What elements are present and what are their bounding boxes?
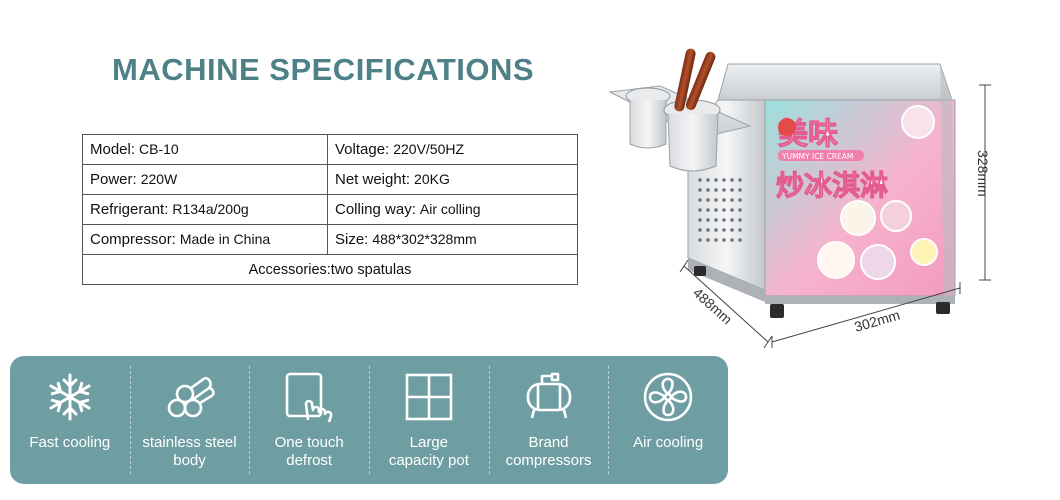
machine-base: [688, 258, 955, 318]
spec-value: 220V/50HZ: [393, 141, 465, 157]
spec-value: 488*302*328mm: [372, 231, 477, 247]
spec-key: Voltage:: [335, 141, 390, 158]
fan-icon: [643, 372, 693, 422]
spec-cell: Voltage:220V/50HZ: [327, 134, 578, 165]
snowflake-icon: [49, 373, 91, 421]
grid-pot-icon: [405, 373, 453, 421]
spec-cell: Model:CB-10: [82, 134, 328, 165]
machine-top-plate: [717, 63, 953, 101]
touch-tablet-icon: [285, 372, 333, 423]
feature-label: stainless steel body: [142, 434, 237, 469]
feature-large-capacity-pot: Large capacity pot: [369, 356, 489, 484]
spec-key: Power:: [90, 171, 137, 188]
spec-table: Model:CB-10 Voltage:220V/50HZ Power:220W…: [82, 134, 578, 285]
spec-key: Refrigerant:: [90, 201, 169, 218]
feature-label: Large capacity pot: [388, 434, 469, 469]
ice-cream-roll-pictures: [778, 105, 938, 280]
dimension-depth: [679, 259, 773, 349]
spec-cell: Net weight:20KG: [327, 164, 578, 195]
feature-label: One touch defrost: [274, 434, 344, 469]
machine-front-panel: 美味 YUMMY ICE CREAM 炒冰淇淋: [764, 99, 956, 297]
spec-key: Colling way:: [335, 201, 416, 218]
feature-bar: Fast cooling stainless steel body One to…: [10, 356, 728, 484]
spec-value: R134a/200g: [172, 201, 249, 217]
panel-title-bottom: 炒冰淇淋: [776, 169, 888, 202]
spec-key: Model:: [90, 141, 136, 158]
spec-value: 20KG: [414, 171, 450, 187]
table-row: Compressor:Made in China Size:488*302*32…: [82, 224, 578, 255]
spec-key: Net weight:: [335, 171, 411, 188]
accessories-cell: Accessories:two spatulas: [82, 254, 578, 285]
spec-value: Air colling: [419, 201, 481, 217]
panel-tag: YUMMY ICE CREAM: [781, 152, 853, 161]
feature-one-touch-defrost: One touch defrost: [249, 356, 369, 484]
spec-key: Compressor:: [90, 231, 176, 248]
dimension-height: [979, 84, 991, 281]
spec-cell: Size:488*302*328mm: [327, 224, 578, 255]
feature-stainless-steel: stainless steel body: [129, 356, 250, 484]
table-row: Accessories:two spatulas: [82, 254, 578, 285]
product-image: 美味 YUMMY ICE CREAM 炒冰淇淋: [608, 48, 991, 349]
page-title: MACHINE SPECIFICATIONS: [112, 52, 535, 87]
table-row: Refrigerant:R134a/200g Colling way:Air c…: [82, 194, 578, 225]
steel-pipes-icon: [167, 376, 215, 418]
spatula-handles: [674, 48, 716, 112]
spec-value: 220W: [140, 171, 178, 187]
dimension-width-label: 302mm: [852, 307, 901, 335]
dimension-height-label: 328mm: [975, 150, 991, 197]
machine-right-side: [940, 64, 955, 302]
dimension-width: [771, 282, 961, 348]
feature-label: Air cooling: [633, 434, 704, 451]
feature-air-cooling: Air cooling: [608, 356, 728, 484]
spec-value: Made in China: [179, 231, 271, 247]
spec-key: Size:: [335, 231, 369, 248]
spatula-holder: [608, 48, 752, 172]
table-row: Power:220W Net weight:20KG: [82, 164, 578, 195]
feature-label: Fast cooling: [29, 434, 111, 451]
spec-cell: Compressor:Made in China: [82, 224, 328, 255]
spec-cell: Power:220W: [82, 164, 328, 195]
feature-label: Brand compressors: [505, 434, 592, 469]
spec-value: CB-10: [139, 141, 179, 157]
feature-brand-compressors: Brand compressors: [488, 356, 609, 484]
feature-fast-cooling: Fast cooling: [10, 356, 130, 484]
table-row: Model:CB-10 Voltage:220V/50HZ: [82, 134, 578, 165]
spec-cell: Colling way:Air colling: [327, 194, 578, 225]
spec-cell: Refrigerant:R134a/200g: [82, 194, 328, 225]
compressor-icon: [526, 372, 571, 419]
